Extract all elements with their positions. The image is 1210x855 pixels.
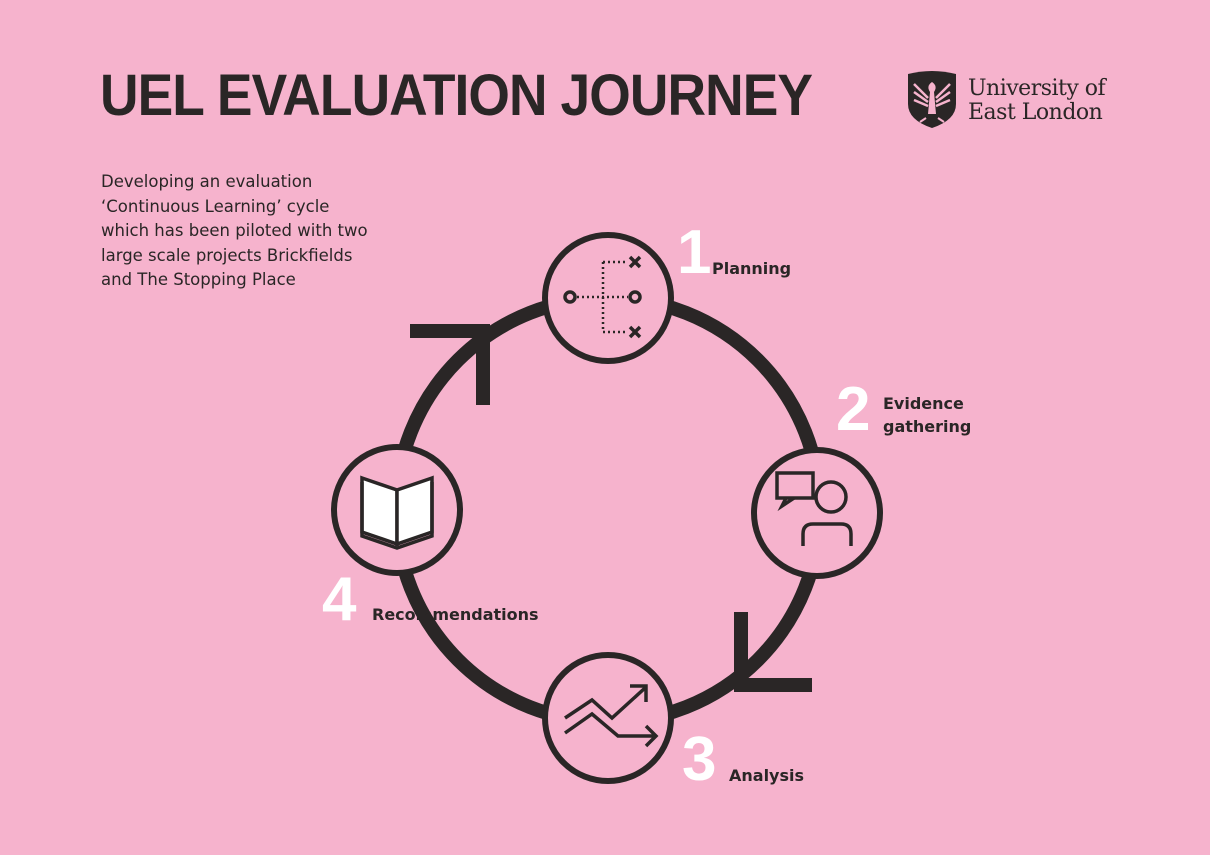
arrow-head-bottom-right	[734, 612, 812, 692]
step-label: Recommendations	[372, 605, 539, 624]
arrow-head-top-left	[410, 324, 490, 405]
description: Developing an evaluation ‘Continuous Lea…	[101, 170, 431, 293]
page-title: UEL EVALUATION JOURNEY	[100, 63, 813, 128]
step-analysis: 3 Analysis	[542, 652, 804, 794]
step-number: 3	[682, 725, 716, 794]
description-line: large scale projects Brickfields	[101, 245, 353, 265]
phoenix-crest-icon	[908, 71, 956, 128]
interview-person-icon	[775, 471, 853, 546]
description-line: and The Stopping Place	[101, 270, 296, 289]
logo-line2: East London	[968, 100, 1103, 125]
step-planning: 1 Planning	[542, 218, 791, 364]
step-label: gathering	[883, 417, 971, 436]
step-label: Analysis	[729, 766, 804, 785]
step-number: 1	[677, 218, 711, 287]
strategy-plan-icon	[563, 255, 642, 339]
logo-line1: University of	[968, 76, 1106, 101]
step-label: Evidence	[883, 394, 964, 413]
open-book-icon	[360, 475, 434, 550]
uel-logo: University of East London	[906, 70, 1106, 132]
trend-arrows-icon	[563, 684, 659, 748]
description-line: ‘Continuous Learning’ cycle	[101, 196, 330, 216]
step-recommendations: 4 Recommendations	[322, 444, 539, 634]
description-line: Developing an evaluation	[101, 172, 313, 191]
step-number: 2	[836, 375, 870, 444]
step-evidence-gathering: 2 Evidence gathering	[751, 375, 971, 579]
step-label: Planning	[712, 259, 791, 278]
description-line: which has been piloted with two	[101, 221, 368, 240]
step-number: 4	[322, 565, 357, 634]
